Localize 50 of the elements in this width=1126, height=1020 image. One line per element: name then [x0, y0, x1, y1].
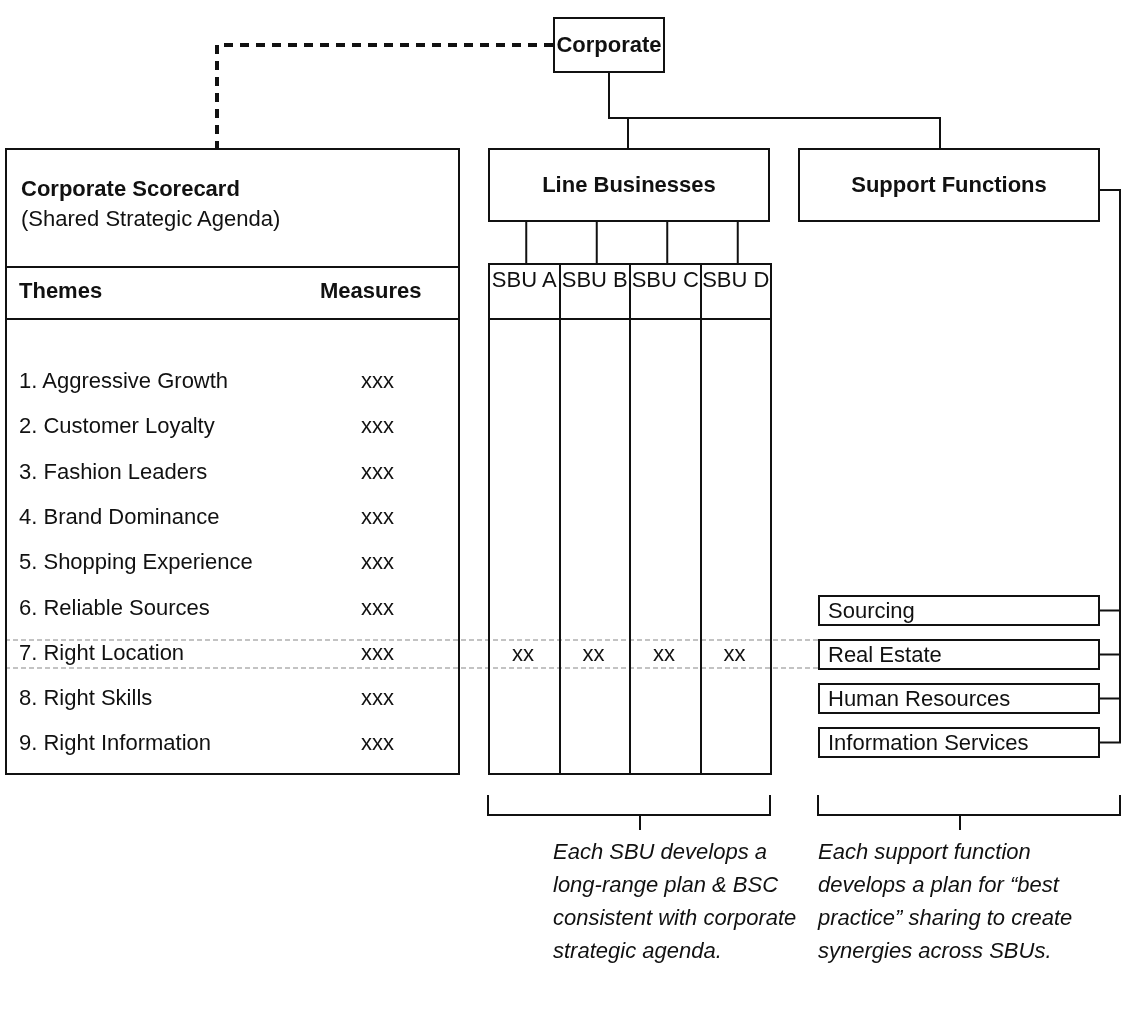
- theme-text: 7. Right Location: [19, 639, 185, 666]
- sbu-column: [699, 263, 772, 775]
- column-header: SBU B: [560, 267, 629, 293]
- column-heading: Themes: [19, 278, 103, 304]
- scorecard-heading: Corporate Scorecard: [21, 176, 240, 202]
- note-text: Each SBU develops a long-range plan & BSC consistent with corporate strategic agenda.: [553, 838, 798, 965]
- column-header: SBU A: [490, 267, 558, 293]
- measure-value: xxx: [361, 639, 394, 666]
- measure-value: xxx: [361, 503, 394, 530]
- connector-line: [595, 221, 598, 264]
- theme-text: 2. Customer Loyalty: [19, 413, 215, 440]
- connector-line: [666, 221, 669, 264]
- sbu-column: [629, 263, 702, 775]
- sbu-column: [558, 263, 631, 775]
- function-box: Information Services: [818, 727, 1100, 758]
- measure-value: xxx: [361, 368, 394, 394]
- theme-text: 9. Right Information: [19, 730, 211, 757]
- org-box: Support Functions: [798, 148, 1100, 222]
- measure-value: xx: [512, 641, 534, 667]
- column-header: SBU C: [631, 267, 700, 293]
- theme-text: 3. Fashion Leaders: [19, 458, 208, 485]
- measure-value: xxx: [361, 549, 394, 576]
- scorecard-panel: [5, 148, 460, 775]
- measure-value: xxx: [361, 413, 394, 440]
- theme-text: 4. Brand Dominance: [19, 503, 220, 530]
- org-box: Line Businesses: [488, 148, 770, 222]
- theme-text: 1. Aggressive Growth: [19, 368, 229, 394]
- measure-value: xx: [582, 641, 605, 667]
- measure-value: xx: [723, 641, 746, 667]
- note-text: Each support function develops a plan for “best practice” sharing to create synergies across SBUs.: [818, 838, 1074, 965]
- org-box: Corporate: [553, 17, 665, 73]
- connector-line: [608, 72, 941, 149]
- measure-value: xxx: [361, 458, 394, 485]
- theme-text: 6. Reliable Sources: [19, 594, 210, 621]
- measure-value: xxx: [361, 594, 394, 621]
- connector-line: [736, 221, 739, 264]
- scorecard-subheading: (Shared Strategic Agenda): [21, 206, 281, 232]
- sbu-column: [488, 263, 561, 775]
- measure-value: xxx: [361, 730, 394, 757]
- measure-value: xxx: [361, 685, 394, 712]
- measure-value: xx: [653, 641, 675, 667]
- dashed-connector: [215, 43, 553, 148]
- function-box: Sourcing: [818, 595, 1100, 626]
- connector-line: [525, 221, 528, 264]
- function-box: Human Resources: [818, 683, 1100, 714]
- theme-text: 8. Right Skills: [19, 685, 153, 712]
- column-heading: Measures: [320, 278, 422, 304]
- function-box: Real Estate: [818, 639, 1100, 670]
- column-header: SBU D: [701, 267, 770, 293]
- theme-text: 5. Shopping Experience: [19, 549, 253, 576]
